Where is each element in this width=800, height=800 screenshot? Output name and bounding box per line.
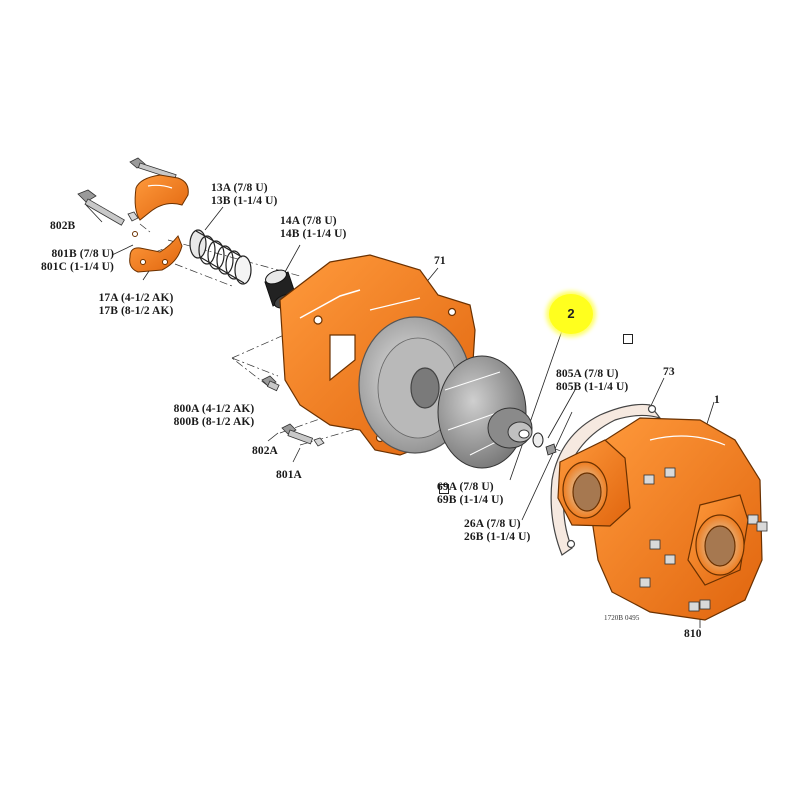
- bolt-801a: [281, 423, 325, 447]
- label-1-text: 1: [714, 394, 720, 406]
- washer-69: [532, 432, 557, 456]
- label-69a-text: 69A (7/8 U): [437, 481, 494, 493]
- label-69b-text: 69B (1-1/4 U): [437, 493, 504, 506]
- casing-1: [557, 417, 768, 621]
- label-1: 1: [714, 394, 720, 407]
- spring-13: [189, 229, 252, 285]
- drawing-number: 1720B 0495: [604, 612, 639, 625]
- label-73-text: 73: [663, 366, 675, 378]
- label-805a-text: 805A (7/8 U): [556, 368, 619, 380]
- clamp-17: [129, 174, 189, 273]
- label-14a-text: 14A (7/8 U): [280, 215, 337, 227]
- label-26a-text: 26A (7/8 U): [464, 518, 521, 530]
- label-14b-text: 14B (1-1/4 U): [280, 227, 347, 240]
- label-13a-text: 13A (7/8 U): [211, 182, 268, 194]
- label-800a-text: 800A (4-1/2 AK): [173, 403, 255, 415]
- label-17b-text: 17B (8-1/2 AK): [98, 304, 174, 317]
- label-802b: 802B: [50, 220, 75, 233]
- marker-square-top: [623, 334, 633, 344]
- label-73: 73: [663, 366, 675, 379]
- label-69: 69A (7/8 U) 69B (1-1/4 U): [437, 481, 503, 506]
- label-71: 71: [434, 255, 446, 268]
- label-71-text: 71: [434, 255, 446, 267]
- label-800b-text: 800B (8-1/2 AK): [173, 415, 255, 428]
- label-2-text: 2: [567, 306, 575, 321]
- label-810: 810: [684, 628, 702, 641]
- label-801a-text: 801A: [276, 469, 302, 481]
- impeller-2: [437, 355, 533, 469]
- label-13b-text: 13B (1-1/4 U): [211, 194, 278, 207]
- label-802a-text: 802A: [252, 445, 278, 457]
- label-17a-text: 17A (4-1/2 AK): [98, 292, 174, 304]
- label-801a: 801A: [276, 469, 302, 482]
- label-802a: 802A: [252, 445, 278, 458]
- label-810-text: 810: [684, 628, 702, 640]
- drawing-number-text: 1720B 0495: [604, 614, 640, 622]
- label-26b-text: 26B (1-1/4 U): [464, 530, 531, 543]
- callout-2: 2: [549, 294, 593, 334]
- label-13: 13A (7/8 U) 13B (1-1/4 U): [211, 182, 277, 207]
- leader-lines: [85, 204, 715, 628]
- label-14: 14A (7/8 U) 14B (1-1/4 U): [280, 215, 346, 240]
- label-800: 800A (4-1/2 AK) 800B (8-1/2 AK): [162, 403, 266, 428]
- label-801: 801B (7/8 U) 801C (1-1/4 U): [30, 248, 114, 273]
- marker-square-69: [439, 484, 449, 494]
- label-802b-text: 802B: [50, 220, 76, 232]
- label-26: 26A (7/8 U) 26B (1-1/4 U): [464, 518, 530, 543]
- bolt-801b: [77, 189, 139, 226]
- label-805: 805A (7/8 U) 805B (1-1/4 U): [556, 368, 628, 393]
- label-805b-text: 805B (1-1/4 U): [556, 380, 629, 393]
- bolt-top: [129, 157, 177, 181]
- label-801b-text: 801B (7/8 U): [51, 248, 114, 260]
- bolt-800: [261, 375, 280, 392]
- label-17: 17A (4-1/2 AK) 17B (8-1/2 AK): [86, 292, 186, 317]
- label-801c-text: 801C (1-1/4 U): [41, 260, 114, 273]
